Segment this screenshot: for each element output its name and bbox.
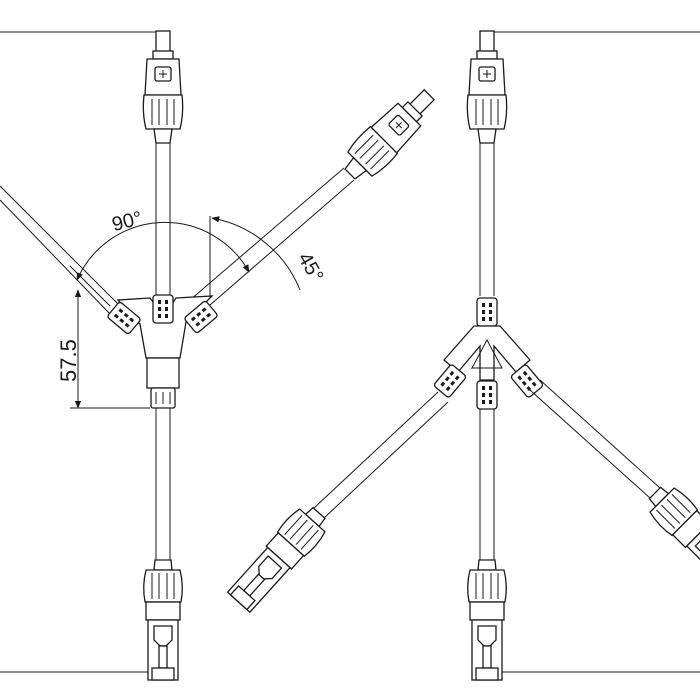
angle-label-45: 45° bbox=[293, 249, 327, 286]
right-branch-left-cable bbox=[313, 391, 449, 519]
bottom-cable bbox=[155, 408, 171, 560]
left-view: 90° 45° 57.5 bbox=[0, 30, 444, 681]
center-cable-top bbox=[155, 143, 171, 296]
right-view bbox=[223, 30, 700, 681]
right-branch-right-cable bbox=[529, 379, 661, 499]
right-sleeve-center bbox=[476, 380, 498, 410]
right-top-connector bbox=[466, 30, 508, 144]
right-bottom-connector-right bbox=[640, 478, 700, 593]
bottom-connector bbox=[143, 559, 183, 681]
left-branch-cable bbox=[0, 185, 119, 315]
angle-arc-45 bbox=[211, 216, 301, 291]
right-center-cable-top bbox=[479, 143, 495, 296]
branch-connector-right bbox=[335, 80, 444, 189]
right-center-cable-bottom bbox=[479, 409, 495, 560]
right-branch-cable bbox=[189, 167, 355, 313]
angle-label-90: 90° bbox=[110, 207, 145, 236]
right-bottom-connector-left bbox=[223, 499, 334, 616]
frame-lines-right bbox=[487, 31, 700, 673]
frame-lines-left bbox=[0, 31, 160, 673]
junction-stem bbox=[146, 357, 180, 389]
right-sleeve-top bbox=[476, 297, 498, 327]
top-connector bbox=[142, 30, 184, 144]
dimension-label-57-5: 57.5 bbox=[56, 339, 81, 382]
right-sleeve-left bbox=[432, 363, 468, 399]
right-bottom-connector-center bbox=[467, 559, 507, 681]
angle-extension-left bbox=[69, 265, 111, 307]
sleeve-center bbox=[152, 294, 174, 324]
angle-arc-90 bbox=[76, 221, 250, 281]
